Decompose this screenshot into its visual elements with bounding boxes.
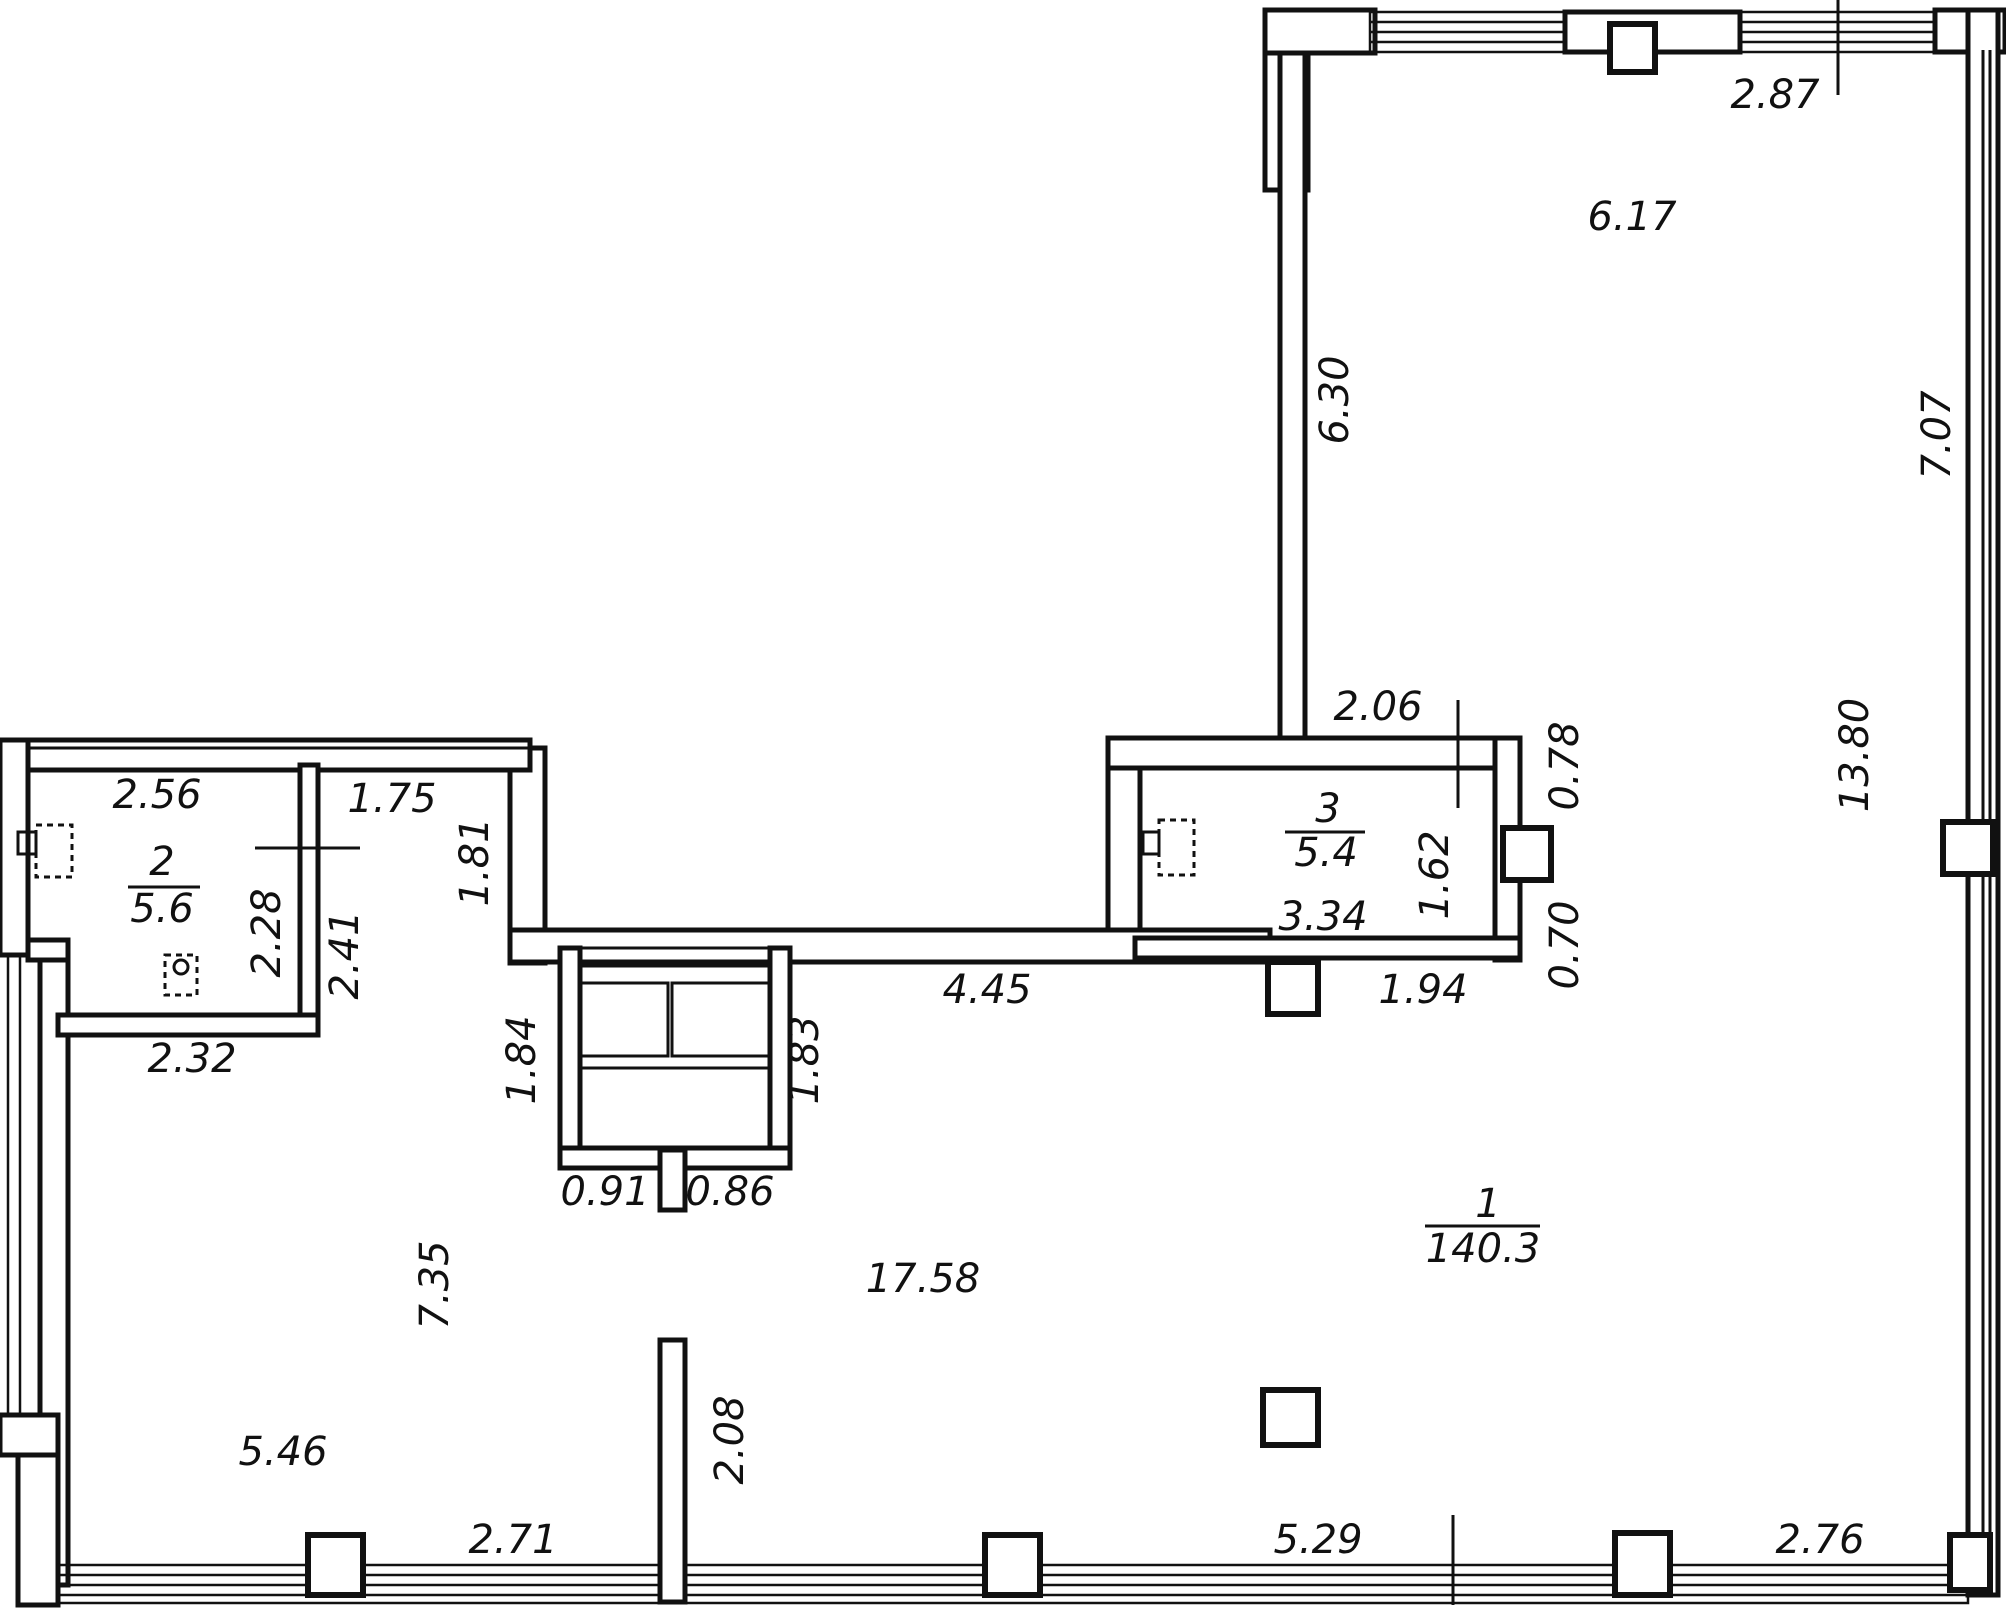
dimension-label: 2.32 <box>147 1036 236 1082</box>
dimension-label: 6.30 <box>1312 355 1358 444</box>
dimension-label: 0.78 <box>1542 721 1588 810</box>
walls <box>0 7 2006 1608</box>
right-wing-corner-wall <box>1262 7 1378 56</box>
shaft-block <box>578 946 772 1150</box>
room-number: 3 <box>1315 786 1340 832</box>
room2-left-jog <box>25 937 71 963</box>
notch-wall-left <box>507 745 548 966</box>
dimension-label: 1.83 <box>782 1015 828 1104</box>
dimension-label: 1.62 <box>1412 830 1458 919</box>
room-2-label: 2 5.6 <box>128 839 200 932</box>
dimension-label: 7.07 <box>1914 390 1960 480</box>
room2-bottom-wall <box>55 1012 321 1038</box>
sink-icon <box>163 953 199 997</box>
room3-bottom-wall <box>1132 935 1523 961</box>
top-left-wall <box>0 737 533 773</box>
dimension-label: 2.08 <box>707 1395 753 1484</box>
room-1-label: 1 140.3 <box>1425 1181 1540 1272</box>
dimension-label: 1.81 <box>452 817 498 906</box>
toilet-icon <box>34 823 74 879</box>
toilet-icon <box>1141 830 1161 856</box>
shaft-left-wall <box>557 945 583 1151</box>
column <box>305 1532 366 1598</box>
shaft-stub <box>657 1147 688 1213</box>
column <box>1265 959 1321 1017</box>
partition <box>657 1337 688 1605</box>
dimension-label: 4.45 <box>942 967 1031 1013</box>
column <box>1612 1530 1673 1598</box>
room-area: 5.6 <box>130 886 194 932</box>
dimensions: 2.87 6.17 6.30 7.07 13.80 2.06 0.78 1.62… <box>112 72 1960 1563</box>
toilet-icon <box>1157 818 1196 877</box>
dimension-label: 2.56 <box>112 772 201 818</box>
dimension-label: 7.35 <box>412 1240 458 1329</box>
room-area: 5.4 <box>1294 830 1358 876</box>
dimension-label: 2.76 <box>1775 1517 1864 1563</box>
room-number: 1 <box>1475 1181 1500 1227</box>
columns <box>305 21 1996 1598</box>
dimension-label: 6.17 <box>1587 194 1677 240</box>
dimension-label: 1.94 <box>1378 967 1467 1013</box>
notch-wall-right <box>1105 735 1143 961</box>
column <box>1940 819 1996 877</box>
right-wing-inner-wall <box>1277 37 1308 755</box>
column <box>1947 1532 1993 1593</box>
dimension-label: 13.80 <box>1832 698 1878 813</box>
column <box>1500 825 1554 883</box>
dimension-label: 5.46 <box>238 1429 327 1475</box>
dimension-label: 2.28 <box>244 888 290 977</box>
fixtures <box>16 818 1196 997</box>
column <box>1607 21 1658 75</box>
dimension-label: 0.86 <box>685 1169 774 1215</box>
dimension-label: 1.84 <box>499 1015 545 1104</box>
dimension-ticks <box>255 0 1840 1605</box>
dimension-label: 2.41 <box>322 910 368 999</box>
dimension-label: 0.70 <box>1542 900 1588 989</box>
dimension-label: 2.87 <box>1730 72 1820 118</box>
room-number: 2 <box>149 839 174 885</box>
room-3-label: 3 5.4 <box>1285 786 1365 876</box>
dimension-label: 0.91 <box>560 1169 649 1215</box>
room2-right-wall <box>297 762 321 1036</box>
dimension-label: 5.29 <box>1273 1517 1362 1563</box>
dimension-label: 2.06 <box>1333 684 1422 730</box>
column <box>982 1532 1043 1598</box>
dimension-label: 17.58 <box>866 1256 981 1302</box>
dimension-label: 1.75 <box>347 776 436 822</box>
dimension-label: 3.34 <box>1278 894 1367 940</box>
dimension-label: 2.71 <box>468 1517 557 1563</box>
left-wall-stub <box>0 1412 61 1458</box>
room-area: 140.3 <box>1426 1226 1541 1272</box>
left-wall-bottom <box>15 1452 61 1608</box>
left-window <box>6 953 42 1417</box>
left-wall <box>0 737 31 958</box>
column <box>1260 1387 1321 1448</box>
